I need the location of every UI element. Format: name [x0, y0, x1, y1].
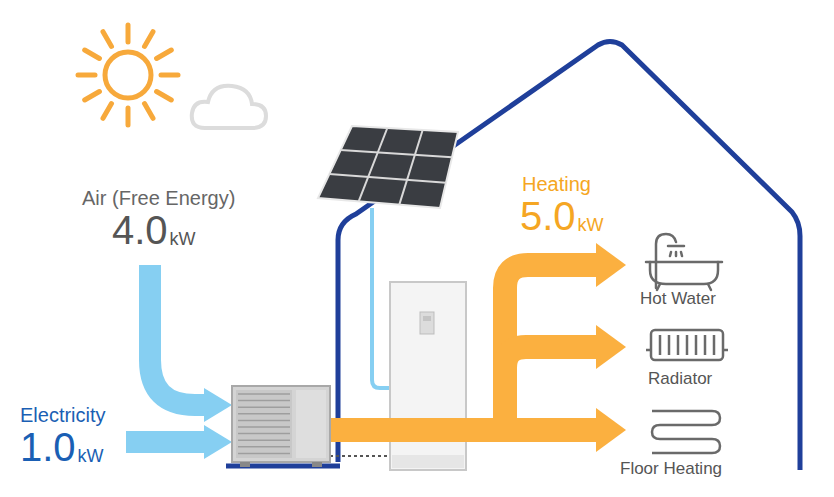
- outlet-label: Radiator: [648, 370, 712, 387]
- unit-label: kW: [170, 230, 196, 248]
- grill-line: [238, 413, 290, 415]
- value-number: 4.0: [112, 210, 168, 250]
- grill-line: [238, 426, 290, 428]
- grill-line: [238, 420, 290, 422]
- radiator-icon: [646, 330, 728, 360]
- unit-label: kW: [78, 447, 104, 465]
- radiator-fin: [704, 335, 707, 355]
- heating-arrowheads: [596, 243, 626, 452]
- bathtub-icon: [646, 234, 722, 290]
- panel-grid-line: [359, 128, 388, 201]
- sun-ray: [145, 32, 154, 47]
- grill-line: [238, 406, 290, 408]
- sun-ray: [126, 108, 131, 125]
- grill-line: [238, 446, 290, 448]
- output-label: Heating: [522, 174, 591, 194]
- grill-line: [238, 453, 290, 455]
- grill-line: [238, 439, 290, 441]
- value-number: 5.0: [520, 196, 576, 236]
- outdoor-unit: [232, 386, 330, 467]
- sun-ray: [157, 92, 172, 101]
- radiator-fin: [686, 335, 689, 355]
- pipe-dotted: [330, 455, 390, 457]
- sun-ray: [157, 50, 172, 59]
- solar-panel: [318, 126, 458, 208]
- sun-ray: [161, 73, 178, 78]
- grill-line: [238, 400, 290, 402]
- grill-line: [238, 393, 290, 395]
- heating-arrows: [328, 265, 600, 442]
- radiator-fin: [668, 335, 671, 355]
- panel-grid-line: [399, 130, 422, 205]
- radiator-fin: [677, 335, 680, 355]
- sun-ray: [126, 25, 131, 42]
- radiator-fin: [695, 335, 698, 355]
- grill-line: [238, 433, 290, 435]
- cloud-icon: [192, 86, 266, 128]
- sun-ray: [78, 73, 95, 78]
- sun-ray: [103, 104, 112, 119]
- radiator-fin: [659, 335, 662, 355]
- source-label: Electricity: [20, 405, 106, 425]
- sun-ray: [103, 32, 112, 47]
- sun-ray: [85, 92, 100, 101]
- panel-grid-line: [329, 174, 446, 183]
- house-outline: [338, 42, 800, 471]
- panel-grid-line: [341, 150, 452, 157]
- sun-icon: [78, 25, 178, 125]
- unit-label: kW: [578, 216, 604, 234]
- floor-heating-icon: [652, 411, 720, 453]
- sun-ray: [145, 104, 154, 119]
- source-label: Air (Free Energy): [82, 188, 235, 208]
- air-arrow: [150, 265, 232, 422]
- value-number: 1.0: [20, 427, 76, 467]
- sun-ray: [85, 50, 100, 59]
- outlet-label: Hot Water: [640, 290, 716, 307]
- radiator-fin: [713, 335, 716, 355]
- outlet-label: Floor Heating: [620, 460, 722, 477]
- electricity-arrow: [126, 425, 232, 459]
